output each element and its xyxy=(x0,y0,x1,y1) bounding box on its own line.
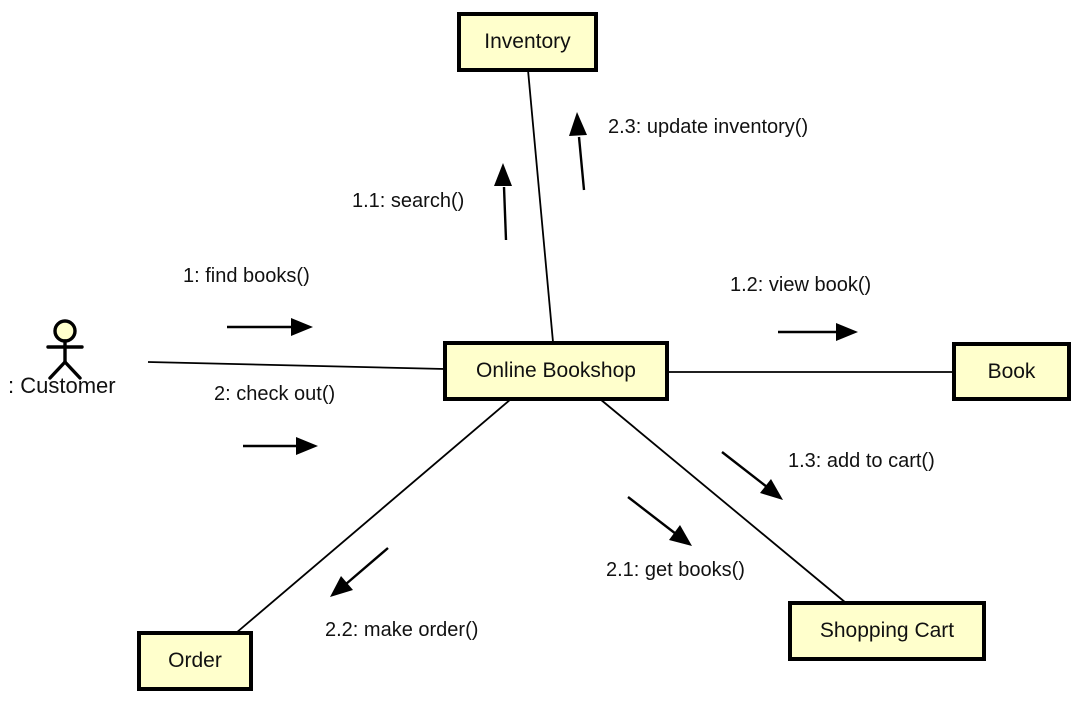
node-order: Order xyxy=(137,631,253,691)
arrow-find-books xyxy=(227,318,313,336)
message-label-check-out: 2: check out() xyxy=(214,383,336,405)
arrow-make-order xyxy=(330,547,389,597)
message-label-get-books: 2.1: get books() xyxy=(606,559,745,581)
message-label-make-order: 2.2: make order() xyxy=(325,619,479,641)
message-label-update-inventory: 2.3: update inventory() xyxy=(608,116,809,138)
arrow-search xyxy=(494,163,512,241)
actor-head xyxy=(53,319,77,343)
link-bookshop-order xyxy=(235,398,512,634)
node-online-bookshop: Online Bookshop xyxy=(443,341,669,401)
node-order-label: Order xyxy=(168,649,222,672)
arrow-view-book xyxy=(778,323,858,341)
actor-leg-right xyxy=(63,360,82,380)
node-online-bookshop-label: Online Bookshop xyxy=(476,359,636,382)
node-shopping-cart: Shopping Cart xyxy=(788,601,986,661)
node-shopping-cart-label: Shopping Cart xyxy=(819,619,955,642)
node-book: Book xyxy=(952,342,1071,401)
arrow-check-out xyxy=(243,437,318,455)
link-customer-bookshop xyxy=(147,361,446,370)
link-bookshop-cart xyxy=(599,398,847,604)
message-label-find-books: 1: find books() xyxy=(183,265,310,287)
arrow-add-to-cart xyxy=(721,451,783,500)
message-label-search: 1.1: search() xyxy=(352,190,465,212)
arrow-get-books xyxy=(627,496,692,546)
arrow-update-inventory xyxy=(569,112,587,191)
actor-customer-figure xyxy=(46,319,84,380)
node-inventory: Inventory xyxy=(457,12,598,72)
actor-customer-label: : Customer xyxy=(8,373,116,398)
node-book-label: Book xyxy=(987,359,1036,383)
node-inventory-label: Inventory xyxy=(484,30,571,53)
message-label-add-to-cart: 1.3: add to cart() xyxy=(788,450,935,472)
actor-leg-left xyxy=(48,360,67,380)
message-label-view-book: 1.2: view book() xyxy=(730,274,872,296)
link-bookshop-inventory xyxy=(527,69,554,343)
